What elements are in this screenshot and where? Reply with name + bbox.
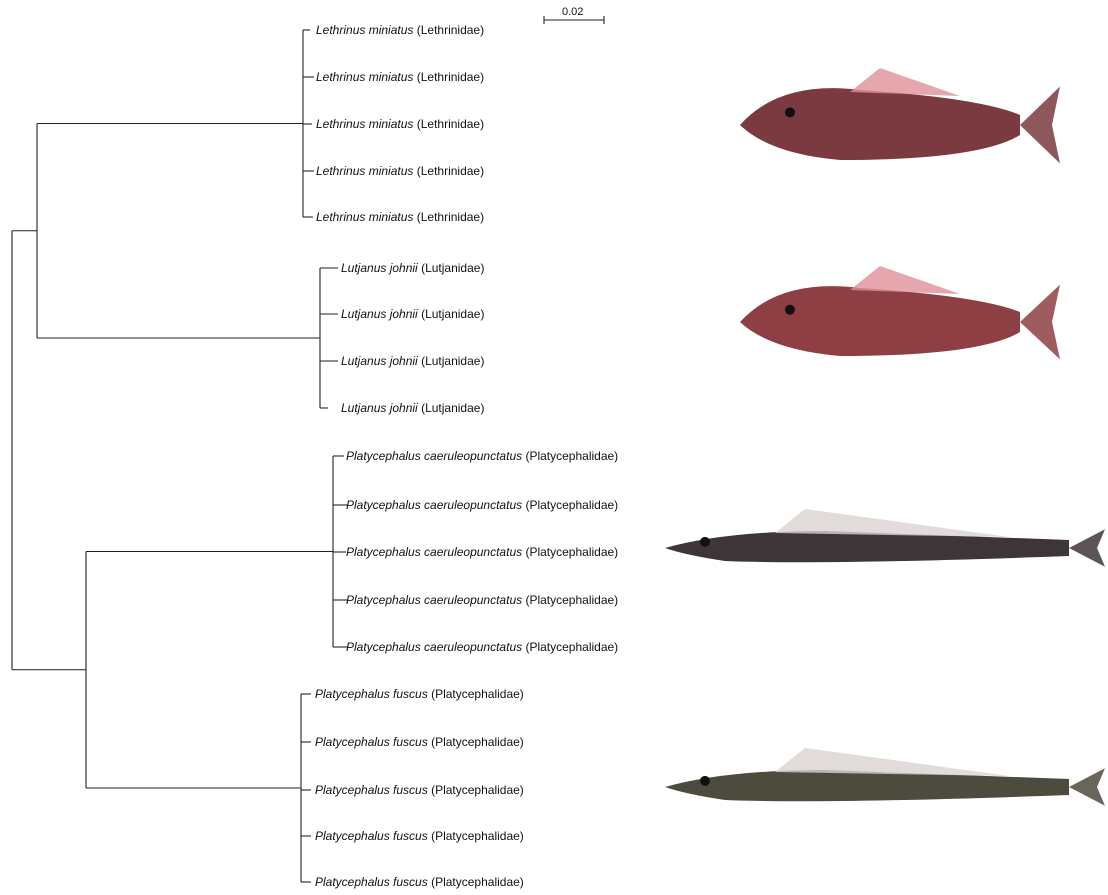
family-name: (Lethrinidae) — [413, 70, 484, 84]
species-name: Lutjanus johnii — [341, 354, 418, 368]
fish-lutjanus-johnii — [740, 266, 1060, 359]
fish-eye — [700, 537, 710, 547]
fish-eye — [700, 776, 710, 786]
fish-tail — [1069, 768, 1105, 805]
tip-label: Platycephalus caeruleopunctatus (Platyce… — [346, 497, 618, 513]
family-name: (Lethrinidae) — [413, 117, 484, 131]
tip-label: Lutjanus johnii (Lutjanidae) — [341, 306, 484, 322]
scale-bar-label: 0.02 — [562, 6, 583, 18]
species-name: Lutjanus johnii — [341, 261, 418, 275]
family-name: (Platycephalidae) — [522, 498, 618, 512]
tip-label: Lethrinus miniatus (Lethrinidae) — [316, 163, 484, 179]
family-name: (Lutjanidae) — [418, 401, 485, 415]
species-name: Platycephalus caeruleopunctatus — [346, 593, 522, 607]
species-name: Lutjanus johnii — [341, 401, 418, 415]
family-name: (Lethrinidae) — [413, 23, 484, 37]
species-name: Platycephalus fuscus — [315, 735, 428, 749]
family-name: (Lutjanidae) — [418, 261, 485, 275]
family-name: (Platycephalidae) — [522, 449, 618, 463]
tip-label: Platycephalus caeruleopunctatus (Platyce… — [346, 544, 618, 560]
family-name: (Platycephalidae) — [428, 687, 524, 701]
tip-label: Lutjanus johnii (Lutjanidae) — [341, 353, 484, 369]
family-name: (Lutjanidae) — [418, 354, 485, 368]
fish-platycephalus-fuscus — [665, 748, 1105, 806]
tip-label: Lethrinus miniatus (Lethrinidae) — [316, 209, 484, 225]
species-name: Platycephalus caeruleopunctatus — [346, 498, 522, 512]
family-name: (Platycephalidae) — [522, 640, 618, 654]
tip-label: Lethrinus miniatus (Lethrinidae) — [316, 116, 484, 132]
family-name: (Lethrinidae) — [413, 164, 484, 178]
tip-label: Platycephalus caeruleopunctatus (Platyce… — [346, 448, 618, 464]
family-name: (Platycephalidae) — [428, 829, 524, 843]
fish-body — [665, 770, 1069, 801]
family-name: (Platycephalidae) — [522, 593, 618, 607]
family-name: (Lutjanidae) — [418, 307, 485, 321]
tip-label: Lutjanus johnii (Lutjanidae) — [341, 260, 484, 276]
fish-eye — [785, 107, 795, 117]
fish-eye — [785, 305, 795, 315]
fish-dorsal-fin — [775, 748, 1009, 776]
fish-tail — [1020, 285, 1060, 360]
tip-label: Platycephalus fuscus (Platycephalidae) — [315, 782, 524, 798]
species-name: Platycephalus caeruleopunctatus — [346, 449, 522, 463]
species-name: Platycephalus caeruleopunctatus — [346, 640, 522, 654]
fish-tail — [1069, 529, 1105, 566]
species-name: Platycephalus fuscus — [315, 783, 428, 797]
species-name: Lethrinus miniatus — [316, 210, 413, 224]
fish-dorsal-fin — [850, 68, 960, 96]
family-name: (Platycephalidae) — [428, 735, 524, 749]
species-name: Platycephalus fuscus — [315, 687, 428, 701]
fish-dorsal-fin — [850, 266, 960, 294]
family-name: (Platycephalidae) — [428, 783, 524, 797]
species-name: Lutjanus johnii — [341, 307, 418, 321]
fish-lethrinus-miniatus — [740, 68, 1060, 164]
species-name: Lethrinus miniatus — [316, 164, 413, 178]
tip-label: Lethrinus miniatus (Lethrinidae) — [316, 69, 484, 85]
tip-label: Platycephalus fuscus (Platycephalidae) — [315, 874, 524, 890]
tip-label: Platycephalus fuscus (Platycephalidae) — [315, 686, 524, 702]
species-name: Lethrinus miniatus — [316, 23, 413, 37]
species-name: Lethrinus miniatus — [316, 117, 413, 131]
tip-label: Platycephalus fuscus (Platycephalidae) — [315, 734, 524, 750]
family-name: (Platycephalidae) — [522, 545, 618, 559]
fish-body — [665, 531, 1069, 562]
species-name: Platycephalus fuscus — [315, 829, 428, 843]
fish-tail — [1020, 87, 1060, 164]
fish-platycephalus-caeruleopunctatus — [665, 509, 1105, 567]
species-name: Platycephalus fuscus — [315, 875, 428, 889]
tip-label: Platycephalus caeruleopunctatus (Platyce… — [346, 639, 618, 655]
fish-body — [740, 286, 1020, 356]
species-name: Platycephalus caeruleopunctatus — [346, 545, 522, 559]
tip-label: Lethrinus miniatus (Lethrinidae) — [316, 22, 484, 38]
tip-label: Platycephalus caeruleopunctatus (Platyce… — [346, 592, 618, 608]
family-name: (Platycephalidae) — [428, 875, 524, 889]
family-name: (Lethrinidae) — [413, 210, 484, 224]
fish-body — [740, 88, 1020, 160]
tip-label: Platycephalus fuscus (Platycephalidae) — [315, 828, 524, 844]
tip-label: Lutjanus johnii (Lutjanidae) — [341, 400, 484, 416]
species-name: Lethrinus miniatus — [316, 70, 413, 84]
fish-dorsal-fin — [775, 509, 1009, 537]
